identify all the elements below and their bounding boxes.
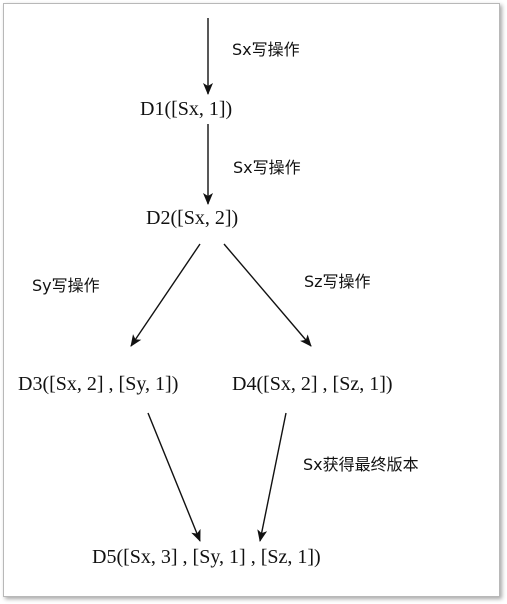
node-d4: D4([Sx, 2] , [Sz, 1]) xyxy=(232,373,393,395)
node-d2: D2([Sx, 2]) xyxy=(146,207,239,229)
node-d1: D1([Sx, 1]) xyxy=(140,98,233,120)
edge-label-start-to-d1: Sx写操作 xyxy=(232,40,300,59)
edge-label-d4-to-d5: Sx获得最终版本 xyxy=(303,455,419,474)
edge-d2-to-d3 xyxy=(130,243,201,347)
diagram-frame xyxy=(3,3,500,597)
edge-d2-to-d4 xyxy=(223,243,312,347)
node-d5: D5([Sx, 3] , [Sy, 1] , [Sz, 1]) xyxy=(92,546,321,568)
edge-d4-to-d5 xyxy=(257,412,287,542)
edge-d3-to-d5 xyxy=(147,412,201,542)
edge-label-d2-to-d3: Sy写操作 xyxy=(32,276,100,295)
node-d3: D3([Sx, 2] , [Sy, 1]) xyxy=(18,373,179,395)
edge-label-d1-to-d2: Sx写操作 xyxy=(233,158,301,177)
edge-label-d2-to-d4: Sz写操作 xyxy=(304,272,371,291)
